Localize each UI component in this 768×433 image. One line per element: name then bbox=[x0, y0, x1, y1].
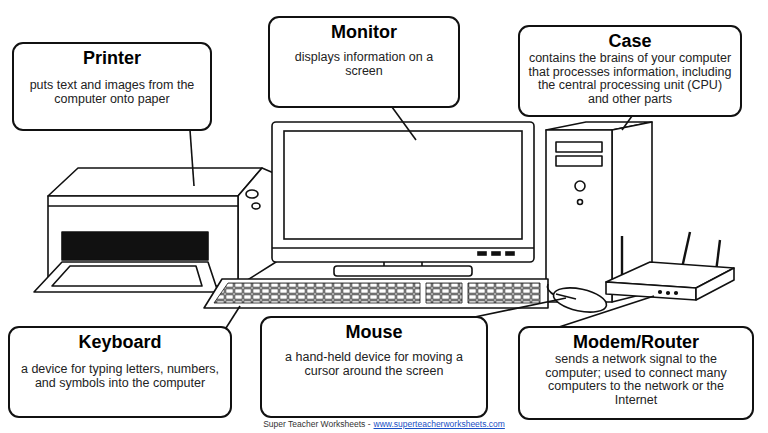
monitor-screen bbox=[284, 131, 522, 239]
case-bay bbox=[556, 156, 602, 166]
router-side bbox=[696, 268, 734, 300]
printer-paper bbox=[52, 266, 202, 286]
part-description: a hand-held device for moving a cursor a… bbox=[270, 351, 478, 378]
part-description: sends a network signal to the computer; … bbox=[528, 353, 744, 407]
router-light bbox=[667, 292, 670, 295]
router-antenna bbox=[682, 232, 690, 268]
case-bay bbox=[556, 142, 602, 152]
callout-box: Printer puts text and images from the com… bbox=[12, 42, 212, 131]
callout-box: Modem/Routersends a network signal to th… bbox=[518, 326, 754, 420]
part-heading: Modem/Router bbox=[573, 332, 699, 353]
monitor-bezel bbox=[272, 247, 534, 249]
monitor-drawing bbox=[272, 122, 534, 276]
router-light bbox=[659, 291, 662, 294]
keyboard-keys bbox=[214, 283, 420, 303]
keyboard-keys bbox=[468, 283, 540, 303]
monitor-frame bbox=[272, 122, 534, 262]
leader-line bbox=[226, 306, 240, 328]
leader-lines bbox=[190, 107, 654, 328]
monitor-button bbox=[478, 252, 486, 255]
printer-slot bbox=[62, 232, 208, 260]
monitor-button bbox=[492, 252, 500, 255]
credit-link: www.superteacherworksheets.com bbox=[374, 419, 505, 429]
printer-button bbox=[246, 190, 258, 198]
leader-line bbox=[392, 107, 416, 140]
printer-side bbox=[238, 168, 276, 286]
keyboard-body bbox=[204, 279, 548, 308]
callout-box: Monitor displays information on a screen bbox=[268, 16, 460, 108]
printer-edge bbox=[48, 205, 238, 207]
leader-line bbox=[190, 130, 194, 186]
case-front bbox=[546, 130, 612, 302]
printer-tray bbox=[34, 262, 218, 292]
part-heading: Printer bbox=[83, 48, 141, 69]
monitor-base bbox=[334, 266, 472, 276]
leader-line bbox=[622, 116, 632, 130]
keyboard-drawing bbox=[204, 279, 548, 308]
part-description: puts text and images from the computer o… bbox=[22, 79, 202, 106]
footer: Super Teacher Worksheets - www.superteach… bbox=[0, 419, 768, 429]
case-power bbox=[575, 181, 585, 191]
router-light bbox=[675, 292, 678, 295]
part-heading: Keyboard bbox=[78, 332, 161, 353]
credit-text: Super Teacher Worksheets - bbox=[263, 419, 370, 429]
part-description: a device for typing letters, numbers, an… bbox=[18, 363, 222, 390]
part-heading: Case bbox=[608, 31, 651, 52]
part-description: displays information on a screen bbox=[278, 51, 450, 78]
printer-top bbox=[48, 168, 262, 196]
callout-box: Keyboard a device for typing letters, num… bbox=[8, 326, 232, 418]
router-antenna bbox=[621, 236, 623, 280]
part-heading: Mouse bbox=[345, 322, 402, 343]
part-heading: Monitor bbox=[331, 22, 397, 43]
printer-button bbox=[252, 203, 260, 209]
callout-box: Mouse a hand-held device for moving a cur… bbox=[260, 316, 488, 418]
keyboard-keys bbox=[426, 283, 462, 303]
part-description: contains the brains of your computer tha… bbox=[528, 52, 732, 106]
leader-line bbox=[556, 296, 654, 328]
leader-line bbox=[470, 298, 566, 318]
printer-drawing bbox=[34, 168, 276, 292]
monitor-button bbox=[506, 252, 514, 255]
case-light bbox=[578, 200, 583, 205]
callout-box: Casecontains the brains of your computer… bbox=[518, 25, 742, 117]
router-drawing bbox=[606, 232, 734, 300]
